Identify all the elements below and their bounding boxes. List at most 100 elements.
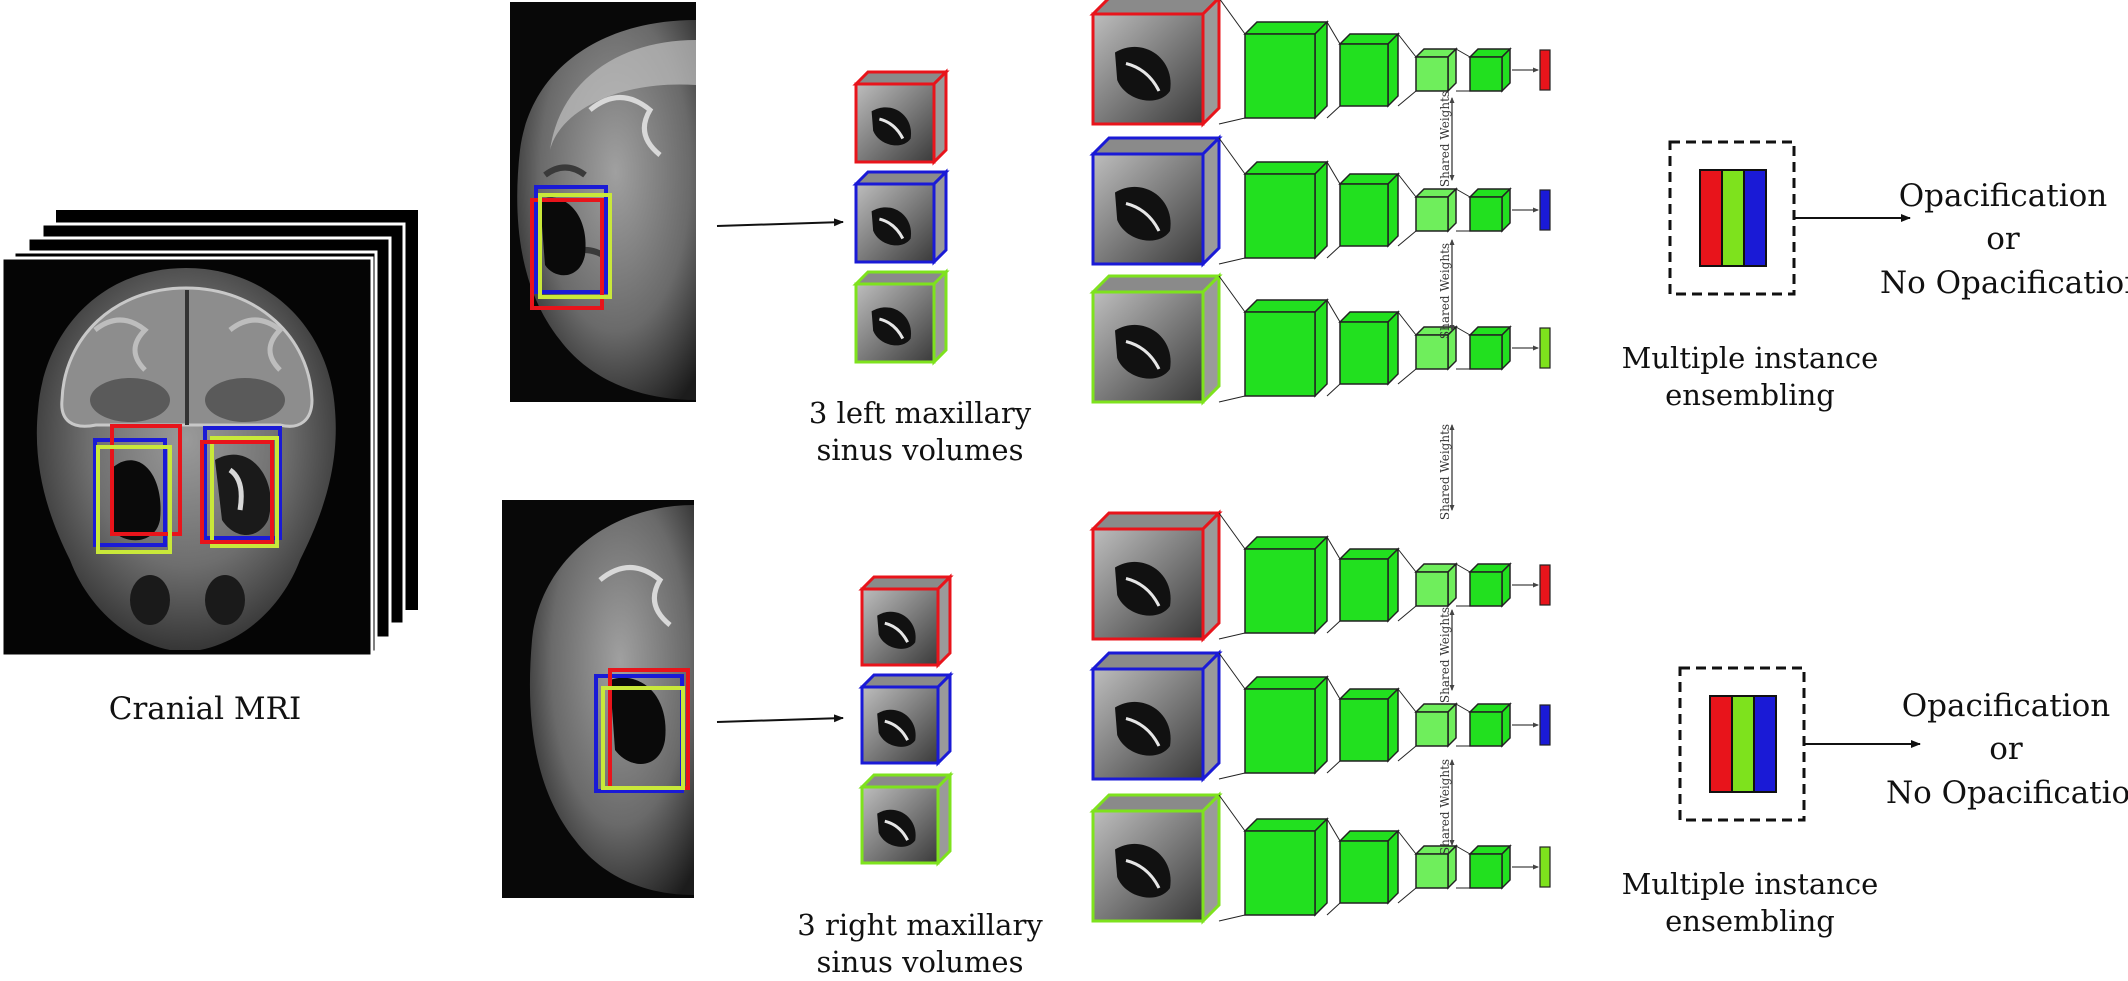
ensemble-bottom-bar-green (1731, 695, 1755, 793)
sagittal-left-image (510, 2, 696, 402)
cranial-mri-stack (0, 210, 418, 658)
sinus-volume-patches (852, 68, 954, 867)
output-label-top: Opacification or No Opacification (1880, 175, 2128, 305)
shared-weights-label-2: Shared Weights (1438, 242, 1453, 340)
cnn-right-red (1089, 509, 1551, 643)
cnn-left-green-block-1 (1243, 298, 1329, 398)
ensemble-label-bottom-line-1: Multiple instance (1621, 867, 1879, 901)
left-volumes-label-line-2: sinus volumes (816, 433, 1024, 468)
cnn-left-red-block-1 (1243, 20, 1329, 120)
cnn-right-red-block-2 (1338, 547, 1400, 623)
cnn-left-red-block-3 (1414, 47, 1458, 93)
cnn-left-blue-block-3 (1414, 187, 1458, 233)
cnn-left-blue (1089, 134, 1551, 268)
cnn-left-blue-block-4 (1468, 187, 1512, 233)
cnn-right-green (1089, 791, 1551, 925)
cnn-right-green-block-4 (1468, 844, 1512, 890)
shared-weights-label-1: Shared Weights (1438, 90, 1453, 188)
cnn-right-blue (1089, 649, 1551, 783)
mri-bbox-green-left (210, 436, 279, 548)
cnn-right-blue-block-3 (1414, 702, 1458, 748)
sag-left-bbox-red (530, 198, 604, 310)
output-label-top-line-2: or (1986, 221, 2020, 258)
cnn-left-blue-block-1 (1243, 160, 1329, 260)
mri-bbox-red-right (110, 424, 182, 536)
left-volume-patch-green (852, 268, 950, 366)
shared-weights-label-3: Shared Weights (1438, 423, 1453, 521)
cnn-right-green-block-2 (1338, 829, 1400, 905)
ensemble-top-bar-green (1721, 169, 1745, 267)
sag-right-bbox-green (601, 686, 685, 790)
output-label-top-line-1: Opacification (1898, 178, 2108, 214)
left-volumes-label-line-1: 3 left maxillary (808, 396, 1032, 430)
shared-weights-label-4: Shared Weights (1438, 606, 1453, 704)
ensemble-bottom-bar-blue (1753, 695, 1777, 793)
right-volumes-label-line-1: 3 right maxillary (797, 908, 1043, 942)
cnn-left-blue-input (1089, 134, 1223, 268)
ensemble-label-top-line-1: Multiple instance (1621, 341, 1879, 375)
cnn-right-green-output-bar (1539, 846, 1551, 888)
ensemble-top-bar-blue (1743, 169, 1767, 267)
cnn-left-red-block-4 (1468, 47, 1512, 93)
ensemble-label-top-line-2: ensembling (1665, 378, 1835, 413)
ensemble-label-bottom-line-2: ensembling (1665, 904, 1835, 939)
ensemble-top-bar-red (1699, 169, 1723, 267)
cnn-right-red-block-1 (1243, 535, 1329, 635)
cnn-left-red-block-2 (1338, 32, 1400, 108)
cnn-left-green-input (1089, 272, 1223, 406)
cnn-right-green-block-3 (1414, 844, 1458, 890)
output-label-bottom-line-3: No Opacification (1886, 774, 2128, 811)
output-label-bottom-line-1: Opacification (1901, 688, 2111, 724)
left-volume-patch-blue (852, 168, 950, 266)
ensemble-label-top: Multiple instance ensembling (1600, 340, 1900, 414)
left-volumes-label: 3 left maxillary sinus volumes (770, 395, 1070, 469)
cnn-right-blue-input (1089, 649, 1223, 783)
cnn-branches (1089, 0, 1551, 925)
ensemble-blocks (1668, 140, 1921, 822)
cnn-left-red-input (1089, 0, 1221, 128)
sag-left-bbox-blue (534, 185, 608, 294)
cnn-right-red-block-3 (1414, 562, 1458, 608)
shared-weights-label-5: Shared Weights (1438, 758, 1453, 856)
cnn-right-blue-block-2 (1338, 687, 1400, 763)
cnn-right-green-block-1 (1243, 817, 1329, 917)
output-label-bottom-line-2: or (1989, 731, 2023, 768)
cranial-mri-label: Cranial MRI (108, 691, 302, 727)
right-volumes-label: 3 right maxillary sinus volumes (770, 907, 1070, 981)
mri-bbox-blue-right (93, 438, 167, 547)
sag-left-bbox-green (538, 193, 612, 299)
right-volume-patch-green (858, 771, 954, 867)
cnn-left-green-block-4 (1468, 325, 1512, 371)
cnn-right-blue-output-bar (1539, 704, 1551, 746)
cnn-right-red-block-4 (1468, 562, 1512, 608)
mri-bbox-green-right (96, 445, 172, 554)
cnn-right-blue-block-1 (1243, 675, 1329, 775)
right-volume-patch-red (858, 573, 954, 669)
mri-bbox-red-left (200, 440, 274, 544)
left-volume-patch-red (852, 68, 950, 166)
cnn-left-green-output-bar (1539, 327, 1551, 369)
ensemble-top (1668, 140, 1911, 296)
sagittal-right-image (502, 500, 694, 898)
cnn-left-green-block-2 (1338, 310, 1400, 386)
mri-bbox-blue-left (203, 426, 282, 540)
right-volumes-label-line-2: sinus volumes (816, 945, 1024, 980)
cnn-right-green-input (1089, 791, 1223, 925)
arrow-sag-left-to-patches (716, 218, 844, 227)
cnn-left-blue-output-bar (1539, 189, 1551, 231)
cnn-left-red-output-bar (1539, 49, 1551, 91)
ensemble-bottom (1678, 666, 1921, 822)
ensemble-label-bottom: Multiple instance ensembling (1600, 866, 1900, 940)
output-label-top-line-3: No Opacification (1880, 264, 2128, 301)
cnn-left-green-block-3 (1414, 325, 1458, 371)
cnn-left-blue-block-2 (1338, 172, 1400, 248)
cnn-right-blue-block-4 (1468, 702, 1512, 748)
output-label-bottom: Opacification or No Opacification (1886, 685, 2128, 815)
arrow-sag-right-to-patches (716, 714, 844, 723)
right-volume-patch-blue (858, 671, 954, 767)
cnn-left-red (1089, 0, 1551, 128)
ensemble-bottom-bar-red (1709, 695, 1733, 793)
cnn-left-green (1089, 272, 1551, 406)
cnn-right-red-input (1089, 509, 1223, 643)
